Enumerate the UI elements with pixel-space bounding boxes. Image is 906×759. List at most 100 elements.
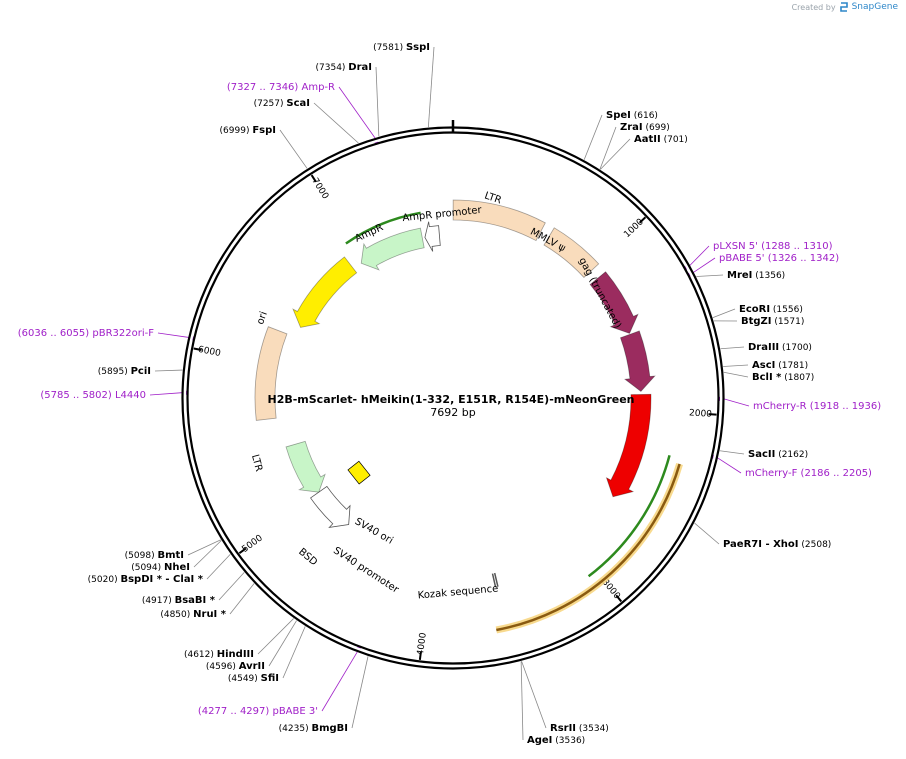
site-leader-ecori (712, 308, 736, 319)
site-name: PciI (131, 366, 151, 377)
site-label-bsabi: (4917) BsaBI * (142, 595, 216, 606)
site-label-drai: (7354) DraI (316, 62, 373, 73)
site-position: (1700) (779, 343, 812, 353)
site-position: (4612) (184, 650, 217, 660)
tick-mark (638, 216, 647, 224)
site-leader-draiii (720, 346, 745, 350)
site-position: (1807) (781, 373, 814, 383)
site-leader-bmti (187, 539, 222, 556)
feature-label-h2b: H2B (646, 327, 661, 350)
sv40-ori-block (347, 460, 371, 485)
site-position: (1571) (772, 317, 805, 327)
orf-arc (345, 211, 421, 245)
plasmid-name: H2B-mScarlet- hMeikin(1-332, E151R, R154… (267, 393, 634, 406)
feature-label-ltr: LTR (249, 453, 264, 473)
site-name: NruI * (193, 609, 227, 620)
site-leader-nrui (229, 583, 255, 615)
primer-leader-pbr322ori-f (157, 332, 189, 338)
snapgene-logo-icon (839, 2, 848, 12)
site-position: (7257) (254, 99, 287, 109)
feature-ltr-0 (452, 199, 546, 242)
site-label-bmgbi: (4235) BmgBI (279, 723, 348, 734)
site-label-aatii: AatII (701) (634, 134, 688, 145)
orf-arc (587, 455, 671, 578)
primer-label-pbabe-3: (4277 .. 4297) pBABE 3' (198, 706, 318, 717)
site-label-sfii: (4549) SfiI (228, 673, 279, 684)
tick-mark (615, 594, 623, 603)
site-label-agei: AgeI (3536) (527, 735, 585, 746)
site-leader-bcli (723, 371, 749, 378)
site-leader-zrai (599, 126, 617, 170)
site-name: PaeR7I - XhoI (723, 539, 799, 550)
site-leader-hindiii (257, 618, 294, 655)
site-name: NheI (164, 562, 190, 573)
site-position: (701) (661, 135, 688, 145)
site-position: (4596) (206, 662, 239, 672)
primer-leader-amp-r (338, 86, 376, 139)
feature-bsd-8 (285, 440, 326, 493)
site-position: (5094) (131, 563, 164, 573)
primer-label-pbr322ori-f: (6036 .. 6055) pBR322ori-F (18, 328, 154, 339)
site-position: (7354) (316, 63, 349, 73)
site-name: BtgZI (741, 316, 772, 327)
site-leader-scai (313, 102, 359, 144)
primer-leader-pbabe-3 (321, 651, 358, 712)
site-leader-asci (723, 364, 749, 367)
site-name: DraI (348, 62, 372, 73)
site-label-mrei: MreI (1356) (727, 270, 785, 281)
site-name: SacII (748, 449, 775, 460)
feature-label-sv40-ori: SV40 ori (353, 516, 395, 547)
site-name: ScaI (286, 98, 310, 109)
primer-label-l4440: (5785 .. 5802) L4440 (40, 390, 146, 401)
tick-mark (193, 347, 202, 351)
site-label-avrii: (4596) AvrII (206, 661, 265, 672)
tick-label: 5000 (240, 533, 265, 555)
primer-label-plxsn-5: pLXSN 5' (1288 .. 1310) (713, 241, 833, 252)
site-label-paer7i-xhoi: PaeR7I - XhoI (2508) (723, 539, 831, 550)
site-label-sacii: SacII (2162) (748, 449, 808, 460)
site-position: (2508) (799, 540, 832, 550)
site-leader-aatii (600, 138, 631, 170)
site-label-bspdi-clai: (5020) BspDI * - ClaI * (88, 574, 204, 585)
site-leader-sfii (282, 626, 306, 679)
primer-leader-plxsn-5 (689, 245, 710, 267)
site-label-bmti: (5098) BmtI (125, 550, 184, 561)
site-label-rsrii: RsrII (3534) (550, 723, 609, 734)
feature-label-sv40-promoter: SV40 promoter (331, 545, 401, 596)
tick-mark (418, 651, 422, 661)
site-name: AscI (752, 360, 775, 371)
tick-label: 4000 (416, 632, 429, 656)
tick-mark (708, 413, 717, 416)
site-label-zrai: ZraI (699) (620, 122, 670, 133)
site-position: (6999) (220, 126, 253, 136)
site-leader-bsabi (218, 572, 245, 601)
site-label-nhei: (5094) NheI (131, 562, 190, 573)
feature-h2b-3 (619, 330, 656, 392)
feature-ltr-9 (254, 326, 288, 421)
feature-label-kozak-sequence: Kozak sequence (417, 584, 498, 602)
tick-label: 2000 (689, 408, 713, 419)
site-leader-spei (583, 114, 603, 160)
feature-mscarlet-4 (605, 393, 652, 498)
site-leader-avrii (268, 620, 297, 667)
site-name: AvrII (239, 661, 265, 672)
feature-mmlv-psi-1 (543, 227, 600, 278)
site-label-sspi: (7581) SspI (373, 42, 430, 53)
site-name: SspI (406, 42, 430, 53)
feature-ampr-11 (360, 227, 425, 271)
site-leader-mrei (696, 274, 724, 277)
site-position: (4235) (279, 724, 312, 734)
site-label-nrui: (4850) NruI * (160, 609, 226, 620)
primer-label-pbabe-5: pBABE 5' (1326 .. 1342) (719, 253, 839, 264)
site-position: (1356) (752, 271, 785, 281)
feature-label-ltr: LTR (483, 190, 503, 206)
site-position: (4549) (228, 674, 261, 684)
site-position: (3534) (576, 724, 609, 734)
primer-label-amp-r: (7327 .. 7346) Amp-R (227, 82, 335, 93)
feature-ori-10 (292, 256, 358, 328)
site-position: (7581) (373, 43, 406, 53)
site-name: BsaBI * (175, 595, 216, 606)
backbone-circle (181, 120, 725, 670)
